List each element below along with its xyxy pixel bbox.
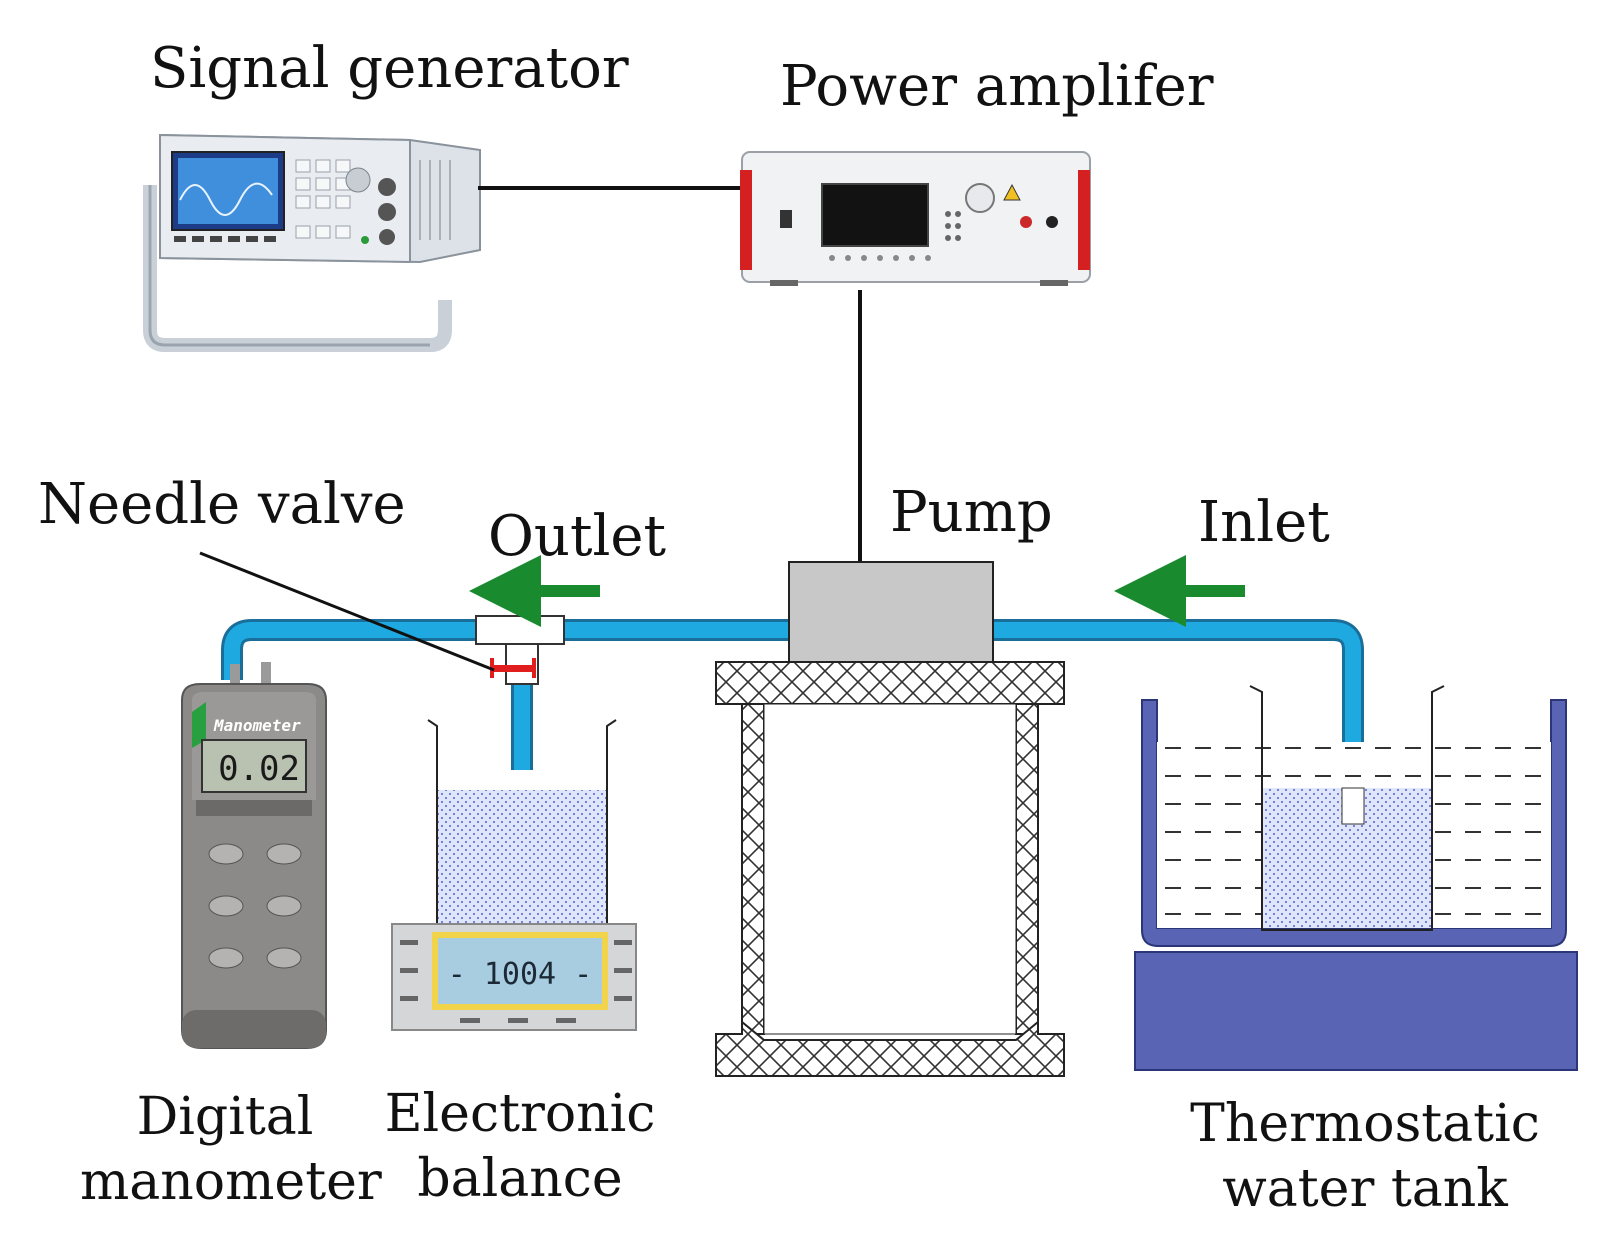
label-thermostatic-tank: Thermostatic water tank	[1190, 1094, 1540, 1219]
label-needle-valve: Needle valve	[38, 472, 406, 537]
balance-reading: - 1004 -	[448, 957, 593, 992]
label-power-amplifier: Power amplifer	[780, 54, 1214, 119]
balance-icon: - 1004 -	[391, 923, 637, 1031]
pump-body	[788, 561, 994, 663]
t-fitting	[475, 615, 565, 645]
label-outlet: Outlet	[488, 504, 667, 569]
thermostatic-tank	[1134, 685, 1578, 1071]
label-digital-manometer: Digital manometer	[80, 1087, 382, 1212]
label-inlet: Inlet	[1198, 490, 1330, 555]
power-amplifier-icon	[740, 151, 1091, 286]
manometer-icon: Manometer 0.02	[181, 662, 327, 1049]
manometer-reading: 0.02	[218, 749, 300, 789]
label-signal-generator: Signal generator	[150, 36, 629, 101]
signal-generator-icon	[143, 133, 481, 352]
pump-stand	[715, 661, 1065, 1077]
manometer-brand: Manometer	[213, 716, 301, 735]
label-pump: Pump	[890, 480, 1053, 545]
needle-valve-leader	[199, 551, 495, 672]
label-electronic-balance: Electronic balance	[384, 1084, 656, 1209]
